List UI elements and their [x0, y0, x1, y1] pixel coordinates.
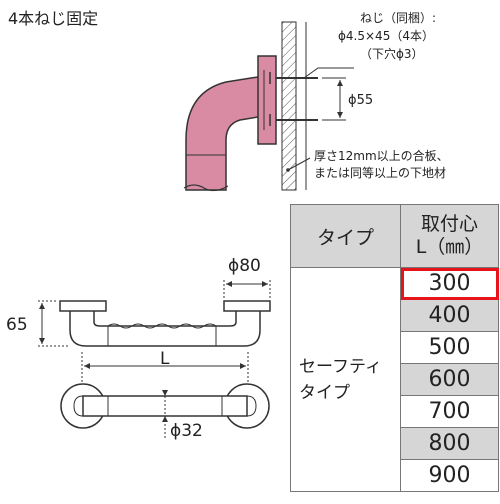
type-line2: タイプ [299, 382, 350, 403]
left-flange [59, 300, 107, 312]
length-cell-500[interactable]: 500 [400, 331, 499, 364]
length-cell-800[interactable]: 800 [400, 427, 499, 460]
mount-method-label: 4本ねじ固定 [8, 9, 98, 28]
screw-note-line1: ねじ（同梱）: [360, 11, 436, 25]
header-length: 取付心 L（㎜） [400, 204, 499, 268]
wall-board [281, 21, 297, 191]
type-cell: セーフティ タイプ [290, 267, 401, 492]
length-cell-700[interactable]: 700 [400, 395, 499, 428]
spec-table: タイプ 取付心 L（㎜） セーフティ タイプ 300 400 500 600 7… [290, 204, 499, 492]
height-dimension-label: 65 [6, 315, 28, 335]
flange-section [257, 55, 277, 145]
length-cell-600[interactable]: 600 [400, 363, 499, 396]
screw-note-line3: （下穴ϕ3） [360, 46, 424, 61]
grip-tube-section [185, 75, 265, 191]
length-cell-900[interactable]: 900 [400, 459, 499, 492]
header-length-line2: L（㎜） [415, 236, 484, 258]
length-dimension-label: L [160, 349, 170, 369]
board-note-line2: または同等以上の下地材 [314, 166, 446, 180]
header-length-line1: 取付心 [420, 213, 478, 235]
bar-diameter-label: ϕ32 [170, 421, 203, 441]
screw-spacing-dimension: ϕ55 [348, 93, 373, 108]
board-note-line1: 厚さ12mm以上の合板、 [314, 148, 449, 163]
right-flange [223, 300, 271, 312]
wall-section-view [183, 21, 354, 192]
length-cell-400[interactable]: 400 [400, 299, 499, 332]
screw-note-line2: ϕ4.5×45（4本） [338, 29, 434, 43]
flange-diameter-label: ϕ80 [228, 256, 261, 276]
type-line1: セーフティ [299, 356, 382, 377]
length-cell-300[interactable]: 300 [400, 267, 499, 300]
header-type: タイプ [290, 204, 401, 268]
grab-bar-side-view [38, 280, 271, 382]
grab-bar-top-view [60, 383, 270, 440]
